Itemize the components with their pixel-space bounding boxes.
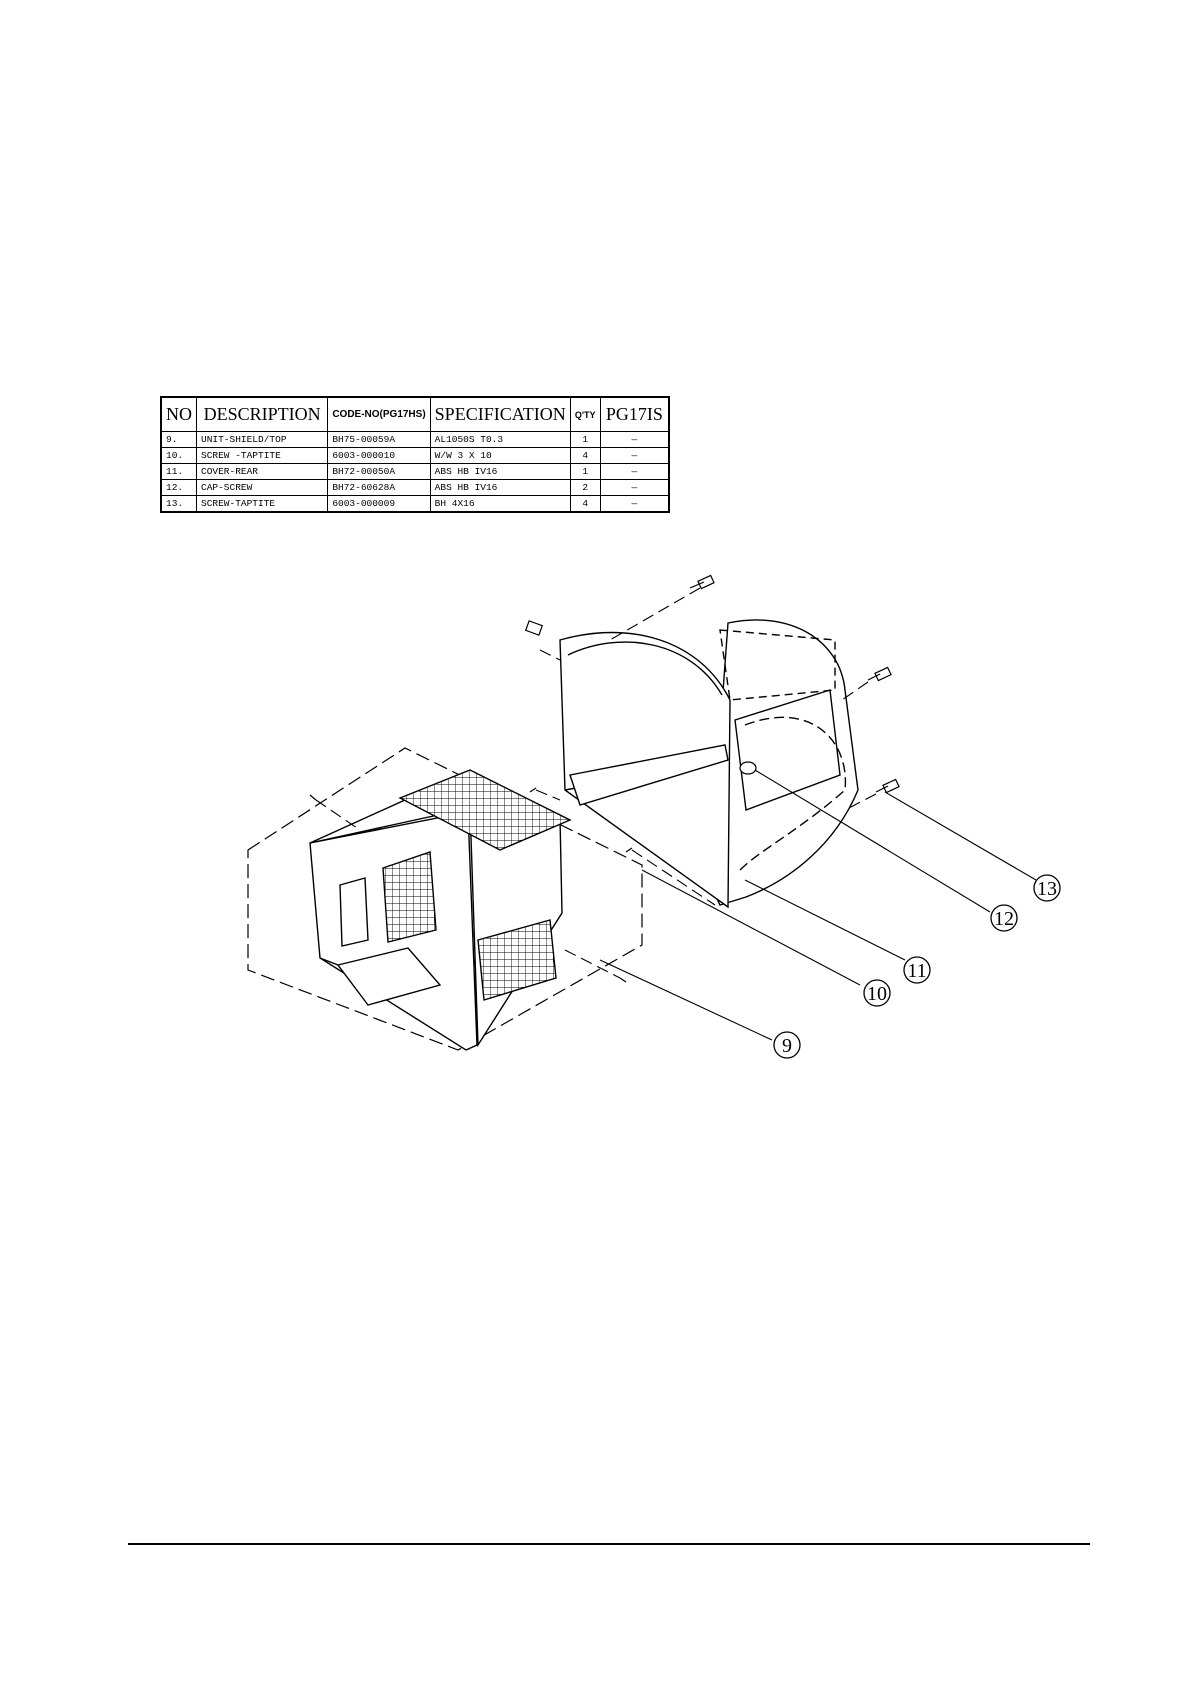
callout-11: 11 [904, 957, 930, 983]
callout-13: 13 [1034, 875, 1060, 901]
screw-icon [876, 779, 899, 792]
svg-text:9: 9 [782, 1035, 792, 1057]
svg-text:10: 10 [867, 983, 887, 1005]
svg-text:12: 12 [994, 908, 1014, 930]
callout-9: 9 [774, 1032, 800, 1058]
footer-rule [128, 1543, 1090, 1545]
callout-12: 12 [991, 905, 1017, 931]
screw-icon [868, 667, 891, 680]
svg-text:13: 13 [1037, 878, 1057, 900]
svg-text:11: 11 [907, 960, 926, 982]
screw-icon [690, 575, 714, 588]
callout-10: 10 [864, 980, 890, 1006]
cap-screw-icon [740, 762, 756, 774]
screw-icon [526, 621, 543, 635]
rear-cover [560, 620, 858, 907]
